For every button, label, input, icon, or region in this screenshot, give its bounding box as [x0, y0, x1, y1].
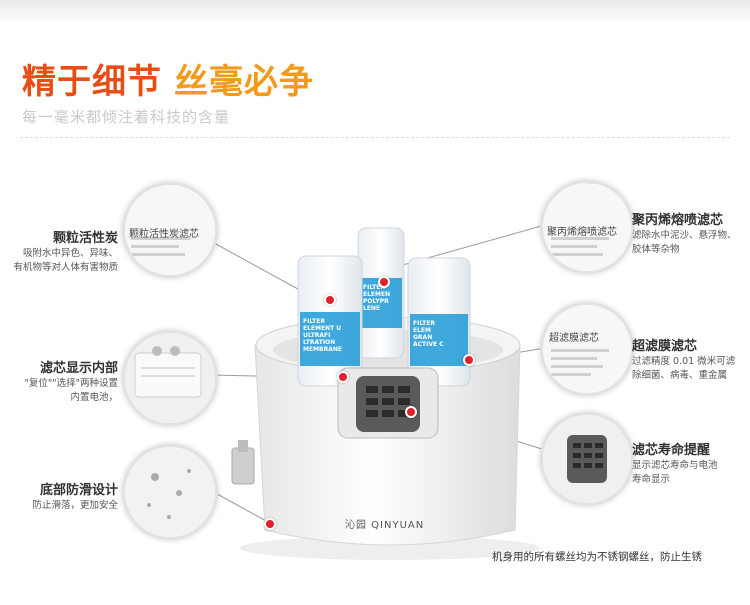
marker-base	[264, 518, 276, 530]
title-part-2: 丝毫必争	[174, 62, 314, 102]
marker-pp	[378, 276, 390, 288]
marker-display	[337, 371, 349, 383]
bubble-life	[540, 412, 634, 506]
brand-logo: 沁园 QINYUAN	[345, 520, 425, 531]
callout-base: 底部防滑设计 防止滑落，更加安全	[32, 482, 118, 513]
callout-uf-title: 超滤膜滤芯	[632, 339, 698, 354]
label-line: POLYPR	[363, 298, 389, 305]
callout-display-desc-2: 内置电池，	[70, 392, 118, 403]
label-line: FILTER	[413, 320, 435, 327]
label-line: ULTRAFI	[303, 332, 331, 339]
inlet-nut	[238, 440, 248, 452]
callout-pp-desc-1: 滤除水中泥沙、悬浮物、	[632, 230, 737, 241]
base-shadow	[240, 536, 540, 560]
marker-carbon	[324, 294, 336, 306]
callout-life-desc-2: 寿命显示	[632, 474, 671, 485]
header-divider	[20, 137, 730, 138]
callout-display-desc-1: "复位""选择"两种设置	[24, 378, 118, 389]
callout-carbon-title: 颗粒活性炭	[52, 231, 118, 246]
callout-uf-desc-2: 除细菌、病毒、重金属	[632, 370, 728, 381]
callout-life-title: 滤芯寿命提醒	[632, 443, 711, 458]
callout-life: 滤芯寿命提醒 显示滤芯寿命与电池 寿命显示	[632, 442, 718, 487]
callout-base-title: 底部防滑设计	[39, 483, 118, 498]
callout-base-desc-1: 防止滑落，更加安全	[32, 500, 118, 511]
cartridge-left-label: FILTER ELEMENT U ULTRAFI LTRATION MEMBRA…	[303, 318, 359, 353]
callout-carbon-desc-2: 有机物等对人体有害物质	[13, 262, 118, 273]
label-line: FILTER	[303, 318, 325, 325]
cartridge-right	[407, 257, 471, 387]
callout-life-desc-1: 显示滤芯寿命与电池	[632, 460, 718, 471]
marker-uf	[463, 354, 475, 366]
label-line: GRAN	[413, 334, 433, 341]
callout-display-title: 滤芯显示内部	[39, 361, 118, 376]
cartridge-mid-label: FILTER ELEMEN POLYPR LENE	[363, 284, 403, 312]
bubble-pp-label: 聚丙烯熔喷滤芯	[547, 227, 617, 238]
bubble-display-back	[122, 330, 218, 426]
label-line: FILTER	[363, 284, 385, 291]
bubble-pp: 聚丙烯熔喷滤芯	[540, 180, 634, 274]
callout-display: 滤芯显示内部 "复位""选择"两种设置 内置电池，	[25, 360, 118, 405]
callout-pp-desc-2: 胶体等杂物	[632, 244, 680, 255]
page-subtitle: 每一毫米都倾注着科技的含量	[22, 108, 231, 126]
label-line: LTRATION	[303, 339, 336, 346]
callout-carbon-desc-1: 吸附水中异色、异味、	[22, 248, 118, 259]
cartridge-left	[297, 255, 363, 387]
label-line: ELEMEN	[363, 291, 391, 298]
callout-uf-desc-1: 过滤精度 0.01 微米可滤	[632, 356, 736, 367]
label-line: ELEM	[413, 327, 431, 334]
label-line: LENE	[363, 305, 381, 312]
cartridge-right-label: FILTER ELEM GRAN ACTIVE C	[413, 320, 467, 348]
screw-note: 机身用的所有螺丝均为不锈钢螺丝，防止生锈	[492, 551, 702, 563]
page-title: 精于细节丝毫必争	[22, 62, 314, 102]
inlet-fitting	[231, 447, 255, 485]
bubble-carbon-label: 颗粒活性炭滤芯	[129, 229, 199, 240]
callout-uf: 超滤膜滤芯 过滤精度 0.01 微米可滤 除细菌、病毒、重金属	[632, 338, 735, 383]
display-grid	[366, 386, 410, 417]
bubble-uf-label: 超滤膜滤芯	[549, 333, 599, 344]
label-line: ELEMENT U	[303, 325, 342, 332]
label-line: MEMBRANE	[303, 346, 342, 353]
callout-pp-title: 聚丙烯熔喷滤芯	[632, 213, 724, 228]
callout-carbon: 颗粒活性炭 吸附水中异色、异味、 有机物等对人体有害物质	[13, 230, 118, 275]
title-part-1: 精于细节	[22, 62, 162, 102]
bubble-uf: 超滤膜滤芯	[540, 302, 634, 396]
label-line: ACTIVE C	[413, 341, 444, 348]
headline: 精于细节丝毫必争	[22, 62, 314, 102]
bubble-base	[122, 444, 218, 540]
bubble-carbon: 颗粒活性炭滤芯	[122, 182, 218, 278]
marker-life	[405, 406, 417, 418]
top-band	[0, 0, 750, 24]
callout-pp: 聚丙烯熔喷滤芯 滤除水中泥沙、悬浮物、 胶体等杂物	[632, 212, 737, 257]
